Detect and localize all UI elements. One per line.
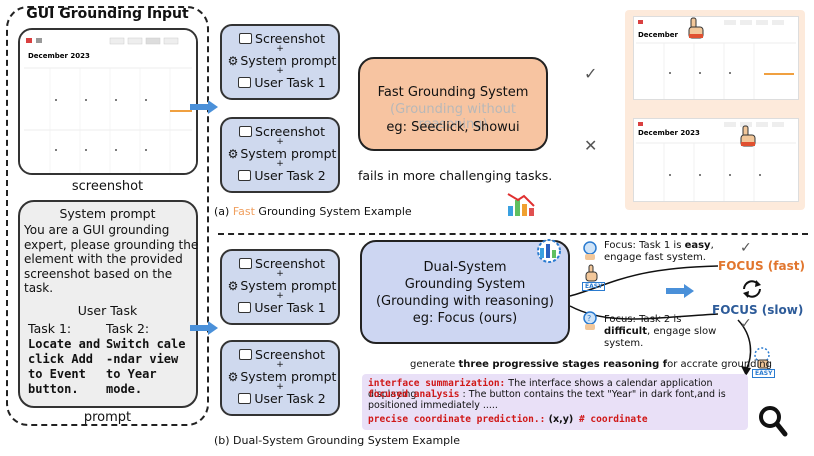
card-task-label: User Task 2 (254, 168, 326, 183)
connector-lines (569, 265, 752, 376)
task1-note: Focus: Task 1 is easy, engage fast syste… (604, 240, 714, 263)
fast-subtitle: (Grounding without reasoning) (390, 102, 516, 132)
screenshot-caption: screenshot (71, 179, 144, 194)
task2-note: Focus: Task 2 is difficult, engage slow … (604, 314, 717, 349)
input-card-dual-task2: Screenshot + ⚙System prompt + User Task … (220, 340, 340, 416)
focus-slow-label: FOCUS (slow) (712, 303, 804, 317)
check-icon: ✓ (740, 316, 752, 332)
fast-grounding-system-box: Fast Grounding System (Grounding without… (358, 57, 548, 151)
check-icon: ✓ (740, 240, 752, 256)
task2-header: Task 2: (106, 321, 150, 336)
focus-fast-label: FOCUS (fast) (718, 259, 805, 273)
card-task-label: User Task 1 (254, 75, 326, 90)
screenshot-thumbnail: December 2023 (18, 28, 198, 175)
declining-chart-icon (507, 193, 535, 216)
prompt-box (18, 200, 198, 408)
plus-sign: + (276, 360, 284, 370)
image-icon (239, 33, 253, 44)
easy-badge: EASY (582, 282, 606, 291)
card-system-prompt-label: System prompt (240, 53, 337, 68)
fails-text: fails in more challenging tasks. (358, 168, 553, 183)
input-card-fast-task1: Screenshot + ⚙System prompt + User Task … (220, 24, 340, 100)
system-prompt-text: You are a GUI grounding expert, please g… (24, 223, 199, 295)
pointer-hand-icon (740, 125, 756, 147)
plus-sign: + (276, 269, 284, 279)
system-prompt-title: System prompt (59, 206, 156, 221)
result-title-1: December (638, 31, 679, 39)
card-task-label: User Task 2 (254, 391, 326, 406)
section-divider (218, 233, 808, 235)
plus-sign: + (276, 382, 284, 392)
card-system-prompt-label: System prompt (240, 146, 337, 161)
plus-sign: + (276, 44, 284, 54)
task1-header: Task 1: (28, 321, 72, 336)
gear-icon: ⚙ (227, 279, 239, 293)
card-screenshot-label: Screenshot (255, 256, 325, 271)
svg-text:?: ? (587, 314, 591, 323)
arrow-right-icon (190, 100, 218, 114)
fast-title: Fast Grounding System (377, 85, 529, 100)
prompt-caption: prompt (83, 410, 132, 425)
reasoning-line-2: focused analysis : The button contains t… (368, 389, 726, 411)
dual-line2: Grounding System (404, 277, 526, 292)
gear-icon: ⚙ (227, 370, 239, 384)
document-icon (238, 393, 252, 404)
dual-line1: Dual-System (423, 260, 507, 275)
input-card-fast-task2: Screenshot + ⚙System prompt + User Task … (220, 117, 340, 193)
plus-sign: + (276, 159, 284, 169)
check-icon: ✓ (584, 64, 598, 83)
gear-icon: ⚙ (227, 147, 239, 161)
caption-a: (a) Fast Grounding System Example (214, 205, 412, 218)
user-task-title: User Task (77, 303, 138, 318)
image-icon (239, 349, 253, 360)
image-icon (239, 258, 253, 269)
caption-b: (b) Dual-System Grounding System Example (214, 434, 460, 447)
pointer-hand-icon (688, 17, 704, 39)
generate-text: generate three progressive stages reason… (410, 359, 772, 370)
plus-sign: + (276, 291, 284, 301)
card-screenshot-label: Screenshot (255, 31, 325, 46)
mini-calendar-title: December 2023 (28, 52, 90, 60)
card-system-prompt-label: System prompt (240, 369, 337, 384)
document-icon (238, 170, 252, 181)
reasoning-box: interface summarization: The interface s… (362, 374, 748, 430)
refresh-icon (743, 280, 761, 298)
card-screenshot-label: Screenshot (255, 124, 325, 139)
card-task-label: User Task 1 (254, 300, 326, 315)
dual-system-box: Dual-System Grounding System (Grounding … (360, 240, 570, 344)
task1-body: Locate and click Add to Event button. (28, 337, 101, 396)
image-icon (239, 126, 253, 137)
result-screenshot-2: December 2023 (633, 118, 799, 202)
plus-sign: + (276, 137, 284, 147)
tap-hand-icon (585, 264, 598, 282)
easy-badge: EASY (752, 369, 776, 378)
dual-line4: eg: Focus (ours) (412, 311, 518, 326)
gear-icon: ⚙ (227, 54, 239, 68)
plus-sign: + (276, 66, 284, 76)
magnifier-analysis-icon (537, 239, 561, 263)
task2-body: Switch cale -ndar view to Year mode. (106, 337, 186, 396)
mini-calendar: December 2023 (20, 30, 196, 173)
document-icon (238, 77, 252, 88)
panel-title: GUI Grounding Input (26, 6, 189, 22)
cross-icon: ✕ (584, 136, 598, 155)
reasoning-line-3: precise coordinate prediction.: (x,y) # … (368, 414, 648, 425)
arrow-right-icon (666, 284, 694, 298)
result-screenshots: December December 2023 (625, 10, 805, 210)
input-card-dual-task1: Screenshot + ⚙System prompt + User Task … (220, 249, 340, 325)
result-screenshot-1: December (633, 16, 799, 100)
result-title-2: December 2023 (638, 129, 700, 137)
magnifying-glass-icon (759, 406, 788, 437)
analysis-person-icon (583, 241, 597, 260)
dual-line3: (Grounding with reasoning) (375, 294, 554, 309)
question-person-icon: ? (583, 311, 597, 330)
card-screenshot-label: Screenshot (255, 347, 325, 362)
arrow-right-icon (190, 321, 218, 335)
searching-hand-icon (754, 347, 770, 369)
reasoning-line-1: interface summarization: The interface s… (368, 378, 713, 400)
card-system-prompt-label: System prompt (240, 278, 337, 293)
fast-example: eg: Seeclick, Showui (386, 120, 520, 135)
document-icon (238, 302, 252, 313)
